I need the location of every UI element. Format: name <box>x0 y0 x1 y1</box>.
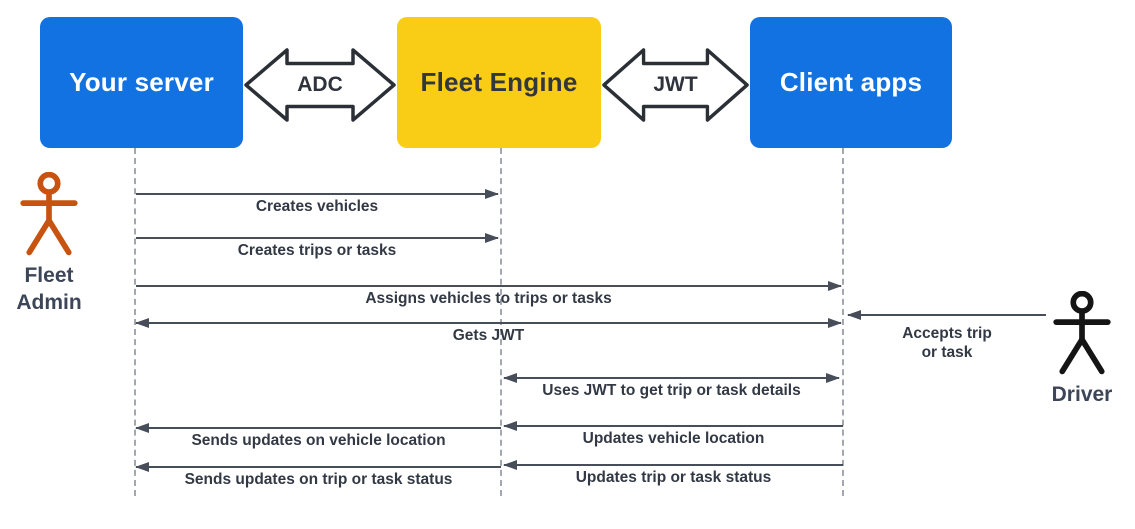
msg-gets-jwt-label: Gets JWT <box>452 327 525 344</box>
arrow-line <box>504 425 843 427</box>
double-arrow-icon <box>244 48 396 122</box>
arrow-right-icon <box>485 188 499 199</box>
msg-sends-vehicle-location-label: Sends updates on vehicle location <box>191 432 446 449</box>
arrow-line <box>136 322 841 324</box>
arrow-left-icon <box>135 422 149 433</box>
actor-fleet-admin-label-line1: Fleet <box>24 264 74 287</box>
connector-adc: ADC <box>243 43 397 127</box>
actor-fleet-admin-label-line2: Admin <box>16 291 82 314</box>
person-icon <box>20 172 78 256</box>
arrow-line <box>136 427 501 429</box>
node-client-apps-label: Client apps <box>779 67 923 97</box>
arrow-left-icon <box>503 459 517 470</box>
arrow-line <box>136 193 498 195</box>
msg-creates-vehicles-label: Creates vehicles <box>255 198 379 215</box>
msg-uses-jwt-label: Uses JWT to get trip or task details <box>542 382 801 399</box>
connector-jwt-label: JWT <box>653 73 698 96</box>
msg-accepts-trip-line2: or task <box>921 344 973 361</box>
msg-sends-trip-status-label: Sends updates on trip or task status <box>184 471 453 488</box>
arrow-right-icon <box>828 317 842 328</box>
node-your-server-label: Your server <box>69 67 214 97</box>
arrow-line <box>504 464 843 466</box>
msg-accepts-trip-label: Accepts trip or task <box>848 324 1046 362</box>
actor-fleet-admin-label: Fleet Admin <box>10 262 88 316</box>
arrow-left-icon <box>135 317 149 328</box>
connector-adc-label: ADC <box>297 73 343 96</box>
node-fleet-engine: Fleet Engine <box>397 17 601 148</box>
arrow-line <box>136 237 498 239</box>
lifeline-client-apps <box>842 148 844 496</box>
arrow-left-icon <box>503 372 517 383</box>
arrow-line <box>136 285 841 287</box>
msg-assigns-vehicles-label: Assigns vehicles to trips or tasks <box>365 290 612 307</box>
msg-creates-trips-label: Creates trips or tasks <box>237 242 397 259</box>
connector-jwt: JWT <box>601 43 750 127</box>
arrow-left-icon <box>135 461 149 472</box>
person-icon <box>1053 291 1111 375</box>
arrow-right-icon <box>828 280 842 291</box>
arrow-left-icon <box>847 309 861 320</box>
arrow-left-icon <box>503 420 517 431</box>
double-arrow-icon <box>602 48 749 122</box>
arrow-right-icon <box>485 232 499 243</box>
actor-driver: Driver <box>1043 291 1121 408</box>
arrow-line <box>136 466 501 468</box>
actor-fleet-admin: Fleet Admin <box>10 172 88 316</box>
arrow-line <box>848 314 1046 316</box>
msg-updates-trip-status-label: Updates trip or task status <box>575 469 772 486</box>
node-your-server: Your server <box>40 17 243 148</box>
arrow-right-icon <box>826 372 840 383</box>
node-client-apps: Client apps <box>750 17 952 148</box>
actor-driver-label: Driver <box>1051 383 1113 406</box>
msg-accepts-trip-line1: Accepts trip <box>902 325 992 342</box>
node-fleet-engine-label: Fleet Engine <box>420 67 578 97</box>
msg-updates-vehicle-location-label: Updates vehicle location <box>582 430 765 447</box>
arrow-line <box>504 377 839 379</box>
